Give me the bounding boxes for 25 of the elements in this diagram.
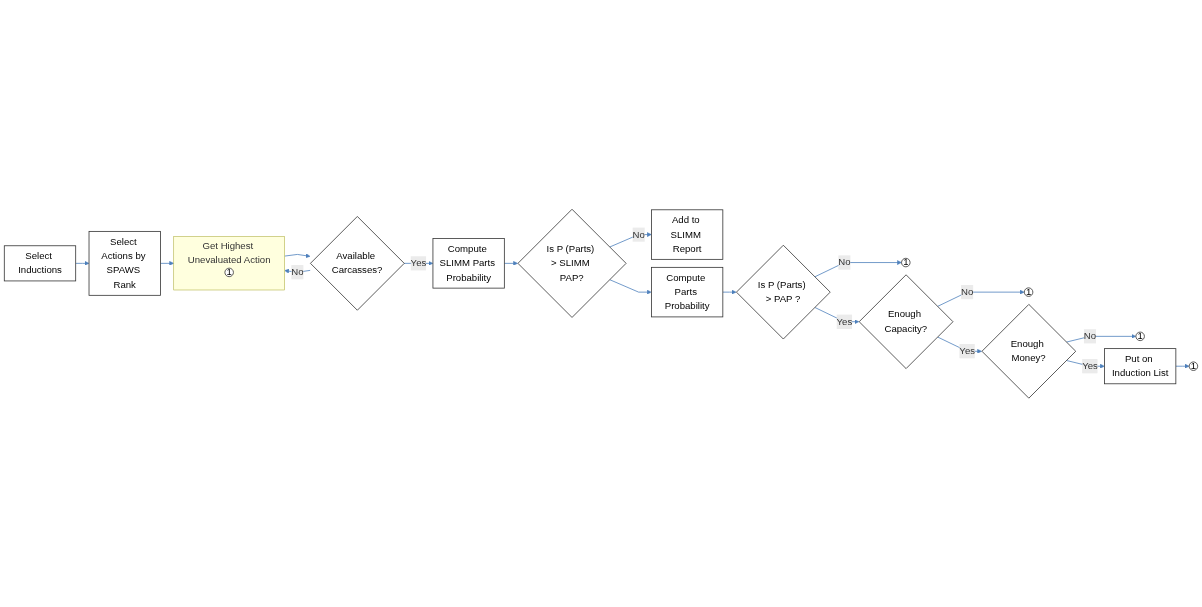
node-diamond: Available Carcasses? <box>310 215 405 311</box>
node-diamond: Enough Capacity? <box>858 274 954 369</box>
node-circle: 1 <box>1135 331 1145 341</box>
node-diamond: Is P (Parts) > SLIMM PAP? <box>517 208 627 318</box>
edge-label: Yes <box>410 257 427 269</box>
edge-label: No <box>632 228 645 240</box>
edge-label: Yes <box>959 345 976 357</box>
node-box: Put on Induction List <box>1104 348 1177 384</box>
edge-label: No <box>961 286 974 297</box>
node-box: Compute Parts Probability <box>651 266 724 318</box>
edge-label: No <box>291 266 304 278</box>
edge-label: Yes <box>1082 360 1098 372</box>
node-diamond: Enough Money? <box>981 303 1077 399</box>
node-circle: 1 <box>901 257 911 267</box>
node-box: Compute SLIMM Parts Probability <box>432 237 505 289</box>
edge-label: Yes <box>836 315 853 327</box>
node-circle: 1 <box>1023 287 1034 297</box>
node-box: Add to SLIMM Report <box>651 209 724 260</box>
node-box: Select Actions by SPAWS Rank <box>88 230 161 296</box>
node-circle: 1 <box>224 267 234 277</box>
node-diamond: Is P (Parts) > PAP ? <box>736 244 831 340</box>
node-box: Select Inductions <box>3 245 77 282</box>
edge-label: No <box>838 256 851 268</box>
edge-label: No <box>1083 330 1097 342</box>
node-circle: 1 <box>1188 361 1199 371</box>
